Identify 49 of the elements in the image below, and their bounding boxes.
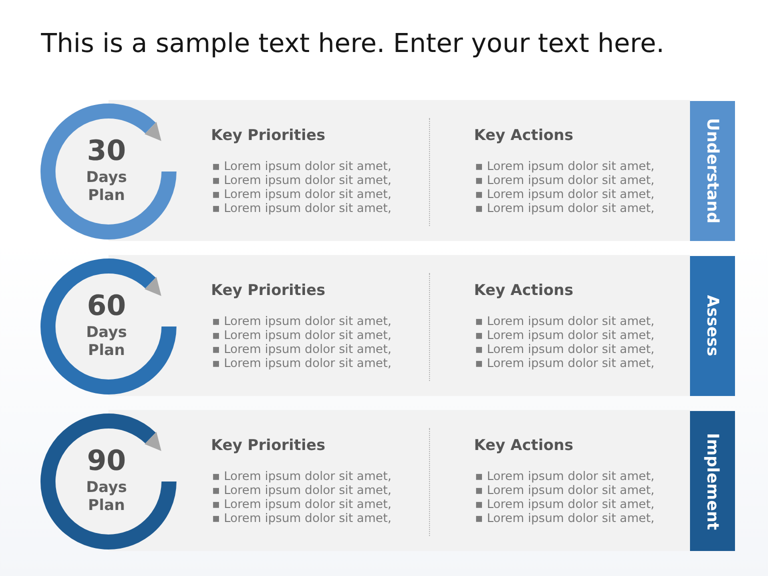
- bullet-item: ▪ Lorem ipsum dolor sit amet,: [475, 483, 654, 497]
- bullet-item: ▪ Lorem ipsum dolor sit amet,: [212, 356, 392, 370]
- column-heading: Key Priorities: [211, 126, 326, 144]
- column-heading: Key Actions: [474, 436, 574, 454]
- column-heading: Key Priorities: [211, 436, 326, 454]
- title-text: This is a sample text here. Enter your text here.: [41, 28, 664, 60]
- day-number: 60: [87, 291, 126, 321]
- bullet-item: ▪ Lorem ipsum dolor sit amet,: [212, 173, 392, 187]
- column-heading: Key Actions: [474, 281, 574, 299]
- bullet-item: ▪ Lorem ipsum dolor sit amet,: [212, 187, 392, 201]
- day-number: 90: [87, 446, 126, 476]
- ring-label: Days Plan: [86, 168, 127, 204]
- phase-label: Understand: [702, 118, 722, 224]
- bullet-item: ▪ Lorem ipsum dolor sit amet,: [475, 356, 654, 370]
- bullet-item: ▪ Lorem ipsum dolor sit amet,: [212, 483, 392, 497]
- bullet-item: ▪ Lorem ipsum dolor sit amet,: [475, 187, 654, 201]
- bullet-item: ▪ Lorem ipsum dolor sit amet,: [475, 342, 654, 356]
- ring-label: Days Plan: [86, 323, 127, 359]
- phase-label: Assess: [702, 295, 722, 357]
- bullet-item: ▪ Lorem ipsum dolor sit amet,: [212, 328, 392, 342]
- content-panel: [177, 100, 690, 241]
- bullet-item: ▪ Lorem ipsum dolor sit amet,: [212, 469, 392, 483]
- content-panel: [177, 410, 690, 551]
- bullet-item: ▪ Lorem ipsum dolor sit amet,: [475, 328, 654, 342]
- bullet-item: ▪ Lorem ipsum dolor sit amet,: [212, 342, 392, 356]
- bullet-item: ▪ Lorem ipsum dolor sit amet,: [212, 511, 392, 525]
- bullet-item: ▪ Lorem ipsum dolor sit amet,: [212, 159, 392, 173]
- circular-arrow: [40, 410, 177, 551]
- bullet-item: ▪ Lorem ipsum dolor sit amet,: [212, 497, 392, 511]
- circular-arrow: [40, 255, 177, 396]
- bullet-item: ▪ Lorem ipsum dolor sit amet,: [212, 201, 392, 215]
- side-bar: [690, 411, 735, 551]
- phase-label: Implement: [702, 432, 722, 530]
- bullet-item: ▪ Lorem ipsum dolor sit amet,: [475, 469, 654, 483]
- content-panel: [177, 255, 690, 396]
- side-bar: [690, 101, 735, 241]
- bullet-item: ▪ Lorem ipsum dolor sit amet,: [475, 201, 654, 215]
- bullet-item: ▪ Lorem ipsum dolor sit amet,: [475, 497, 654, 511]
- ring-label: Days Plan: [86, 478, 127, 514]
- bullet-item: ▪ Lorem ipsum dolor sit amet,: [475, 159, 654, 173]
- circular-arrow: [40, 100, 177, 241]
- bullet-item: ▪ Lorem ipsum dolor sit amet,: [212, 314, 392, 328]
- bullet-item: ▪ Lorem ipsum dolor sit amet,: [475, 173, 654, 187]
- bullet-item: ▪ Lorem ipsum dolor sit amet,: [475, 314, 654, 328]
- bullet-item: ▪ Lorem ipsum dolor sit amet,: [475, 511, 654, 525]
- side-bar: [690, 256, 735, 396]
- column-heading: Key Priorities: [211, 281, 326, 299]
- day-number: 30: [87, 136, 126, 166]
- column-heading: Key Actions: [474, 126, 574, 144]
